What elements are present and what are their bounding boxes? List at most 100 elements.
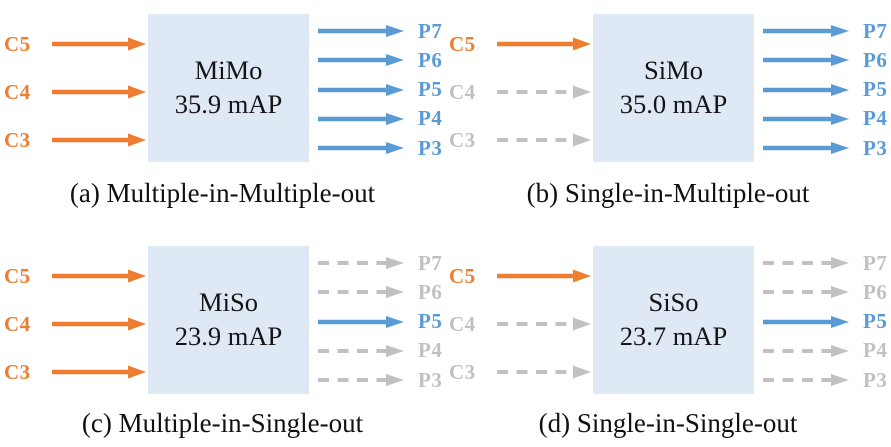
output-label: P5	[418, 77, 443, 101]
output-row-p3: P3	[762, 367, 891, 392]
right-arrow-icon	[318, 83, 404, 96]
output-label: P3	[863, 135, 888, 160]
output-label: P6	[418, 47, 443, 72]
right-arrow-icon	[318, 54, 404, 67]
right-arrow-icon	[52, 133, 146, 147]
outputs-column: P7 P6 P5 P4 P3	[754, 246, 891, 394]
right-arrow-icon	[763, 344, 849, 357]
output-row-p5: P5	[762, 77, 891, 101]
input-label: C4	[449, 79, 476, 104]
input-row-c3: C3	[4, 128, 148, 152]
right-arrow-icon	[497, 133, 591, 147]
module-box: SiSo 23.7 mAP	[593, 246, 754, 394]
output-row-p4: P4	[317, 338, 445, 363]
panel-miso: C5 C4 C3 MiSo 23.9 mAP P7	[0, 221, 445, 447]
panel-siso: C5 C4 C3 SiSo 23.7 mAP P7	[445, 221, 891, 447]
inputs-column: C5 C4 C3	[0, 246, 148, 394]
module-metric: 35.0 mAP	[619, 89, 728, 119]
right-arrow-icon	[52, 269, 146, 283]
module-box: SiMo 35.0 mAP	[593, 14, 754, 162]
output-row-p7: P7	[317, 19, 445, 43]
module-metric: 23.7 mAP	[619, 321, 728, 351]
diagram-siso: C5 C4 C3 SiSo 23.7 mAP P7	[445, 246, 891, 394]
output-label: P5	[863, 77, 888, 101]
output-row-p6: P6	[762, 48, 891, 72]
right-arrow-icon	[763, 83, 849, 96]
output-row-p6: P6	[317, 280, 445, 304]
input-label: C5	[449, 31, 476, 56]
right-arrow-icon	[318, 344, 404, 357]
right-arrow-icon	[52, 37, 146, 51]
module-metric: 23.9 mAP	[174, 321, 283, 351]
diagram-mimo: C5 C4 C3 MiMo 35.9 mAP P7	[0, 14, 445, 162]
panel-simo: C5 C4 C3 SiMo 35.0 mAP P7	[445, 0, 891, 221]
input-label: C5	[449, 263, 476, 288]
input-label: C4	[449, 311, 476, 336]
output-label: P4	[418, 106, 443, 131]
right-arrow-icon	[763, 315, 849, 328]
output-label: P4	[418, 338, 443, 363]
input-row-c3: C3	[449, 127, 593, 152]
right-arrow-icon	[497, 37, 591, 51]
output-label: P4	[863, 106, 888, 131]
right-arrow-icon	[52, 317, 146, 331]
right-arrow-icon	[318, 374, 404, 386]
output-row-p5: P5	[317, 77, 445, 101]
right-arrow-icon	[318, 315, 404, 328]
module-box: MiSo 23.9 mAP	[148, 246, 309, 394]
input-label: C3	[449, 359, 476, 384]
input-row-c4: C4	[449, 311, 593, 336]
right-arrow-icon	[52, 365, 146, 379]
right-arrow-icon	[318, 142, 404, 154]
panel-caption: (d) Single-in-Single-out	[538, 408, 798, 438]
output-label: P3	[863, 367, 888, 392]
inputs-column: C5 C4 C3	[445, 246, 593, 394]
input-row-c5: C5	[449, 263, 593, 288]
right-arrow-icon	[52, 85, 146, 99]
right-arrow-icon	[763, 286, 849, 299]
module-name: MiSo	[199, 287, 258, 318]
right-arrow-icon	[497, 365, 591, 379]
input-row-c4: C4	[4, 311, 148, 336]
output-row-p4: P4	[762, 106, 891, 131]
input-row-c5: C5	[4, 263, 148, 288]
module-name: SiSo	[648, 287, 699, 318]
input-label: C4	[4, 311, 31, 336]
right-arrow-icon	[763, 112, 849, 125]
input-row-c3: C3	[449, 359, 593, 384]
output-row-p5: P5	[762, 309, 891, 333]
output-row-p7: P7	[762, 250, 891, 275]
right-arrow-icon	[763, 54, 849, 67]
output-label: P4	[863, 338, 888, 363]
panel-mimo: C5 C4 C3 MiMo 35.9 mAP P7	[0, 0, 445, 221]
output-row-p7: P7	[317, 250, 445, 275]
inputs-column: C5 C4 C3	[445, 14, 593, 162]
output-row-p3: P3	[317, 136, 445, 160]
input-label: C5	[4, 263, 31, 288]
output-row-p6: P6	[762, 280, 891, 304]
output-label: P5	[863, 309, 888, 333]
input-label: C3	[449, 127, 476, 152]
diagram-miso: C5 C4 C3 MiSo 23.9 mAP P7	[0, 246, 445, 394]
input-label: C5	[4, 31, 31, 56]
output-row-p3: P3	[762, 135, 891, 160]
output-label: P7	[418, 250, 443, 275]
right-arrow-icon	[763, 374, 849, 386]
panel-caption: (c) Multiple-in-Single-out	[81, 408, 364, 438]
output-label: P5	[418, 309, 443, 333]
right-arrow-icon	[318, 112, 404, 125]
output-label: P7	[863, 250, 888, 275]
output-row-p3: P3	[317, 368, 445, 392]
input-label: C3	[4, 359, 31, 384]
right-arrow-icon	[318, 286, 404, 299]
output-row-p4: P4	[762, 338, 891, 363]
right-arrow-icon	[763, 257, 849, 269]
panel-caption: (a) Multiple-in-Multiple-out	[69, 178, 376, 208]
right-arrow-icon	[763, 142, 849, 154]
module-box: MiMo 35.9 mAP	[148, 14, 309, 162]
outputs-column: P7 P6 P5 P4 P3	[754, 14, 891, 162]
panel-caption: (b) Single-in-Multiple-out	[526, 178, 810, 208]
output-row-p4: P4	[317, 106, 445, 131]
output-row-p6: P6	[317, 47, 445, 72]
outputs-column: P7 P6 P5 P4 P3	[309, 246, 445, 394]
